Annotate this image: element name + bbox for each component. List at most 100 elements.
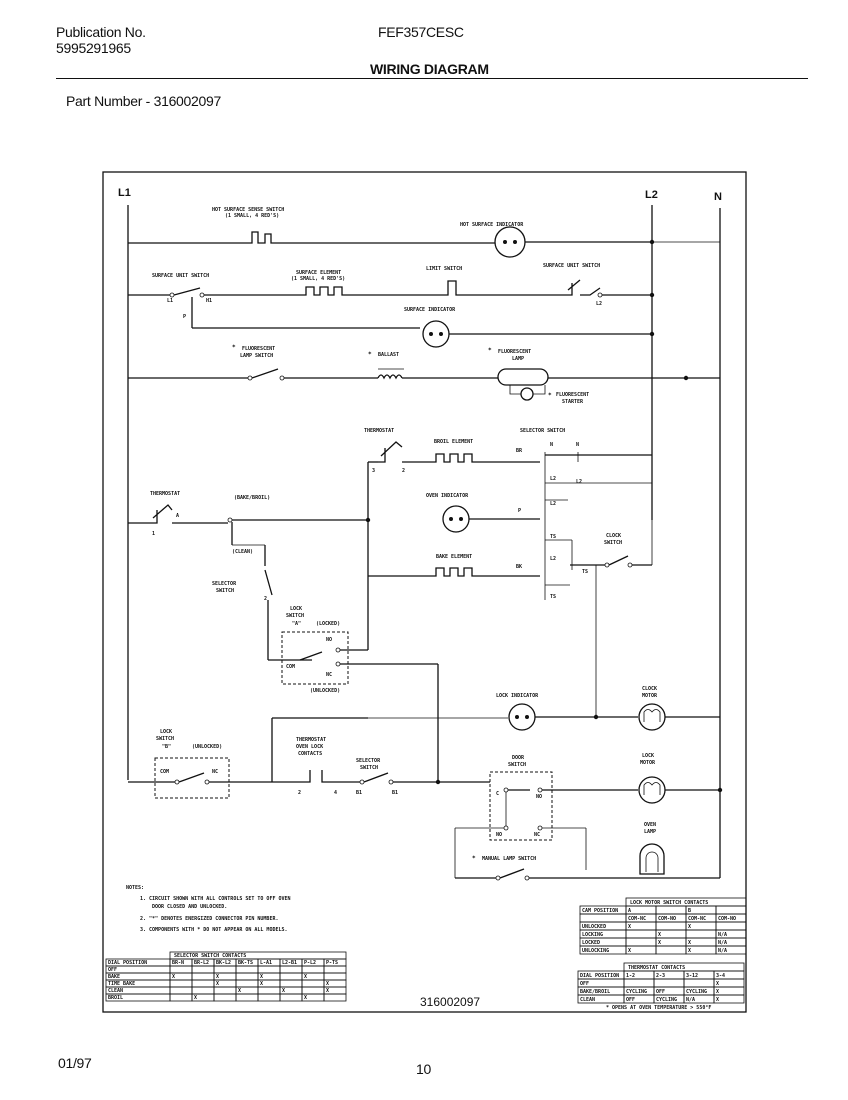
selector-table-cell-text: X bbox=[260, 974, 263, 980]
label-ballast: BALLAST bbox=[378, 352, 399, 358]
selector-table-cell bbox=[169, 965, 193, 974]
selector-table-cell bbox=[191, 979, 215, 988]
lock-switch-a: LOCK SWITCH "A" (LOCKED) (UNLOCKED) COM … bbox=[281, 578, 439, 782]
label-asterisk-5: * bbox=[472, 855, 476, 862]
lock-indicator-icon bbox=[508, 703, 536, 731]
label-clock-switch-2: SWITCH bbox=[604, 540, 622, 546]
thermostat-table-cell-text: 2-3 bbox=[656, 973, 665, 979]
page-title: WIRING DIAGRAM bbox=[370, 61, 489, 77]
selector-table-cell bbox=[235, 972, 259, 981]
terminal-l2-a: L2 bbox=[550, 476, 556, 482]
selector-table-cell-text: BR-N bbox=[172, 960, 184, 966]
row-surface-element: SURFACE UNIT SWITCH SURFACE ELEMENT (1 S… bbox=[128, 263, 655, 329]
terminal-a: A bbox=[176, 513, 179, 519]
terminal-b-bottom: B1 bbox=[356, 790, 362, 796]
lock-table-cell-text: N/A bbox=[718, 932, 727, 938]
thermostat-table-cell bbox=[713, 994, 745, 1004]
lock-table-cell-text: UNLOCKING bbox=[582, 948, 609, 954]
lock-motor-icon bbox=[638, 776, 666, 804]
note-2: 2. "*" DENOTES ENERGIZED CONNECTOR PIN N… bbox=[140, 916, 278, 922]
terminal-l1: L1 bbox=[167, 298, 173, 304]
selector-table-cell-text: P-TS bbox=[326, 960, 338, 966]
label-selector-switch-left-2: SWITCH bbox=[216, 588, 234, 594]
label-clock-switch: CLOCK bbox=[606, 533, 621, 539]
terminal-nc-door-1: NO bbox=[496, 832, 502, 838]
row-oven-circuit: THERMOSTAT BROIL ELEMENT SELECTOR SWITCH… bbox=[128, 428, 653, 661]
selector-table-cell bbox=[169, 986, 193, 995]
lock-table-cell-text: COM-NC bbox=[628, 916, 646, 922]
label-clock-motor-2: MOTOR bbox=[642, 693, 658, 699]
label-asterisk-3: * bbox=[488, 347, 492, 354]
selector-table-cell bbox=[213, 986, 237, 995]
lock-table-title: LOCK MOTOR SWITCH CONTACTS bbox=[630, 900, 708, 906]
lock-table-cell bbox=[715, 921, 747, 931]
selector-table-cell bbox=[257, 986, 281, 995]
lock-table-cell-text: X bbox=[628, 924, 631, 930]
selector-table-cell bbox=[257, 965, 281, 974]
page-number: 10 bbox=[416, 1061, 431, 1077]
thermostat-table-title: THERMOSTAT CONTACTS bbox=[628, 965, 685, 971]
label-fluorescent-lamp-2: LAMP bbox=[512, 356, 524, 362]
notes: NOTES: 1. CIRCUIT SHOWN WITH ALL CONTROL… bbox=[126, 885, 291, 933]
lock-switch-b-box bbox=[154, 757, 230, 799]
terminal-br: BR bbox=[516, 448, 523, 454]
thermostat-table-cell-text: X bbox=[716, 997, 719, 1003]
label-selector-switch-bottom-2: SWITCH bbox=[360, 765, 378, 771]
lock-table-cell bbox=[655, 921, 687, 931]
thermostat-table-cell-text: CYCLING bbox=[626, 989, 647, 995]
lock-table-cell-text: X bbox=[628, 948, 631, 954]
lock-switch-a-box bbox=[281, 631, 349, 685]
selector-table-cell bbox=[235, 979, 259, 988]
label-lock-indicator: LOCK INDICATOR bbox=[496, 693, 539, 699]
terminal-l2-b: L2 bbox=[550, 501, 556, 507]
door-switch-box bbox=[489, 771, 553, 841]
label-oven-indicator: OVEN INDICATOR bbox=[426, 493, 469, 499]
thermostat-table-cell bbox=[653, 978, 685, 988]
surface-indicator-icon bbox=[422, 320, 450, 348]
selector-table-cell bbox=[279, 965, 303, 974]
lock-table-cell-text: CAM POSITION bbox=[582, 908, 618, 914]
selector-table-cell bbox=[323, 972, 347, 981]
terminal-n2: N bbox=[576, 442, 579, 448]
selector-table-cell bbox=[301, 986, 325, 995]
label-oven-lamp-2: LAMP bbox=[644, 829, 656, 835]
terminal-com-a: COM bbox=[286, 664, 295, 670]
label-hot-surface-switch-2: (1 SMALL, 4 RED'S) bbox=[225, 213, 279, 219]
label-clean: (CLEAN) bbox=[232, 549, 253, 555]
lock-table-cell-text: LOCKING bbox=[582, 932, 603, 938]
selector-table-cell-text: OFF bbox=[108, 967, 117, 973]
terminal-p2: P bbox=[518, 508, 521, 514]
row-lock-motor: LOCK SWITCH "B" (UNLOCKED) COM NC THERMO… bbox=[128, 717, 723, 881]
lock-table-cell-text: B bbox=[688, 908, 691, 914]
label-unlocked-b: (UNLOCKED) bbox=[192, 744, 222, 750]
clock-motor-icon bbox=[638, 703, 666, 731]
selector-table-cell-text: X bbox=[326, 988, 329, 994]
label-fluorescent-lamp: FLUORESCENT bbox=[498, 349, 531, 355]
selector-table-cell-text: X bbox=[326, 981, 329, 987]
selector-table-cell-text: BAKE bbox=[108, 974, 120, 980]
thermostat-table-cell-text: X bbox=[716, 989, 719, 995]
terminal-n1: N bbox=[550, 442, 553, 448]
lock-table-cell-text: N/A bbox=[718, 940, 727, 946]
label-thermostat-lock-2: OVEN LOCK bbox=[296, 744, 323, 750]
ballast-icon bbox=[377, 374, 403, 380]
label-asterisk-2: * bbox=[368, 351, 372, 358]
header-rule bbox=[56, 78, 808, 79]
oven-indicator-icon bbox=[442, 505, 470, 533]
terminal-no-door: NO bbox=[536, 794, 542, 800]
selector-table-cell bbox=[191, 986, 215, 995]
terminal-nc-door-2: NC bbox=[534, 832, 540, 838]
lock-table-cell bbox=[685, 929, 717, 939]
label-lock-switch-b: LOCK bbox=[160, 729, 172, 735]
selector-table-cell bbox=[301, 965, 325, 974]
selector-table-cell-text: DIAL POSITION bbox=[108, 960, 147, 966]
selector-table-cell-text: L2-B1 bbox=[282, 960, 297, 966]
footer-date: 01/97 bbox=[58, 1055, 92, 1071]
terminal-com-door: C bbox=[496, 791, 499, 797]
label-locked: (LOCKED) bbox=[316, 621, 340, 627]
label-selector-switch: SELECTOR SWITCH bbox=[520, 428, 565, 434]
lock-table-cell bbox=[625, 937, 657, 947]
selector-table-cell-text: X bbox=[282, 988, 285, 994]
terminal-l2-d: L2 bbox=[576, 479, 582, 485]
